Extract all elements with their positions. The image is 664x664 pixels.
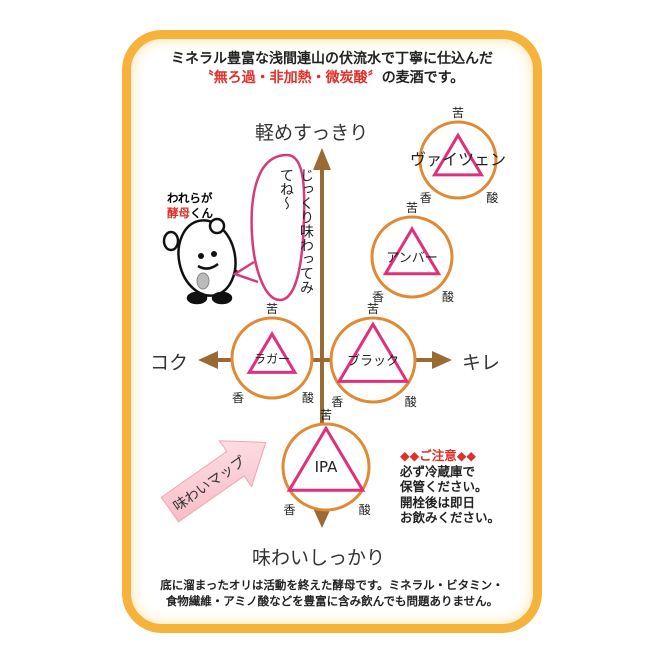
label-bitter: 苦 <box>367 302 379 316</box>
beer-circle <box>418 120 498 200</box>
beer-4: IPA 苦香 酸 <box>281 408 371 517</box>
notice-line: お飲みください。 <box>400 510 501 525</box>
intro-line2: の麦酒です。 <box>381 70 465 86</box>
beer-1: アンバー 苦香 酸 <box>370 201 454 304</box>
intro-highlight: 無ろ過・非加熱・微炭酸 <box>213 70 368 86</box>
label-aroma: 香 <box>372 290 384 304</box>
label-bitter: 苦 <box>452 106 464 120</box>
intro-line1: ミネラル豊富な浅間連山の伏流水で丁寧に仕込んだ <box>171 51 493 67</box>
character-name-red: 酵母 <box>167 206 190 220</box>
axis-label-top: 軽めすっきり <box>255 122 369 144</box>
beer-circle <box>281 422 371 512</box>
speech-bubble <box>232 153 306 302</box>
character-line1: われらが <box>167 191 213 205</box>
beer-circle <box>230 316 314 400</box>
footer-text: 底に溜まったオリは活動を終えた酵母です。ミネラル・ビタミン・ 食物繊維・アミノ酸… <box>140 577 524 609</box>
beer-circle <box>370 215 454 299</box>
arrow-right-icon <box>432 351 452 369</box>
label-acid: 酸 <box>359 502 371 517</box>
taste-triangle <box>246 331 298 374</box>
notice: ◆◆ご注意◆◆ 必ず冷蔵庫で 保管ください。 開栓後は即日 お飲みください。 <box>400 448 500 526</box>
label-aroma: 香 <box>331 395 343 409</box>
label-acid: 酸 <box>486 190 498 205</box>
taste-triangle <box>286 425 366 492</box>
beer-name: ヴァイツェン <box>410 150 506 169</box>
notice-line: 開栓後は即日 <box>400 494 476 510</box>
beer-name: ラガー <box>254 352 290 366</box>
notice-line: 保管ください。 <box>400 479 488 494</box>
character-name: われらが 酵母くん <box>167 191 213 221</box>
notice-title: ◆◆ご注意◆◆ <box>400 448 476 463</box>
label-acid: 酸 <box>405 394 417 409</box>
label-acid: 酸 <box>302 390 314 405</box>
intro-text: ミネラル豊富な浅間連山の伏流水で丁寧に仕込んだ 〝無ろ過・非加熱・微炭酸〞の麦酒… <box>140 50 524 88</box>
beer-2: ラガー 苦香 酸 <box>230 302 314 405</box>
taste-triangle <box>336 321 410 383</box>
footer-line1: 底に溜まったオリは活動を終えた酵母です。ミネラル・ビタミン・ <box>160 578 504 592</box>
arrow-down-icon <box>313 508 331 528</box>
beer-3: ブラック 苦香 酸 <box>329 302 417 409</box>
footer-line2: 食物繊維・アミノ酸などを豊富に含み飲んでも問題ありません。 <box>165 594 499 608</box>
label-aroma: 香 <box>420 191 432 205</box>
beer-name: ブラック <box>347 353 399 369</box>
notice-line: 必ず冷蔵庫で <box>400 463 476 479</box>
map-arrow: 味わいマップ <box>160 440 267 523</box>
label-aroma: 香 <box>232 391 244 405</box>
beer-name: IPA <box>315 458 339 476</box>
quote-close: 〞 <box>367 70 382 86</box>
label-bitter: 苦 <box>406 201 418 215</box>
yeast-character <box>162 217 244 305</box>
arrow-left-icon <box>198 351 218 369</box>
arrow-up-icon <box>313 148 331 170</box>
taste-triangle <box>431 132 485 177</box>
taste-triangle <box>382 226 442 276</box>
axis-label-bottom: 味わいしっかり <box>252 547 386 569</box>
label-aroma: 香 <box>283 503 295 517</box>
axis-label-left: コク <box>150 352 189 374</box>
speech-text: じっくり味わってみてね～ <box>278 168 314 294</box>
beer-name: アンバー <box>386 251 437 266</box>
axis-label-right: キレ <box>462 352 501 374</box>
label-acid: 酸 <box>442 289 454 304</box>
quote-open: 〝 <box>199 70 214 86</box>
beer-0: ヴァイツェン 苦香 酸 <box>410 106 506 205</box>
character-name-suffix: くん <box>190 206 213 220</box>
label-bitter: 苦 <box>266 302 278 316</box>
label-bitter: 苦 <box>320 408 332 422</box>
